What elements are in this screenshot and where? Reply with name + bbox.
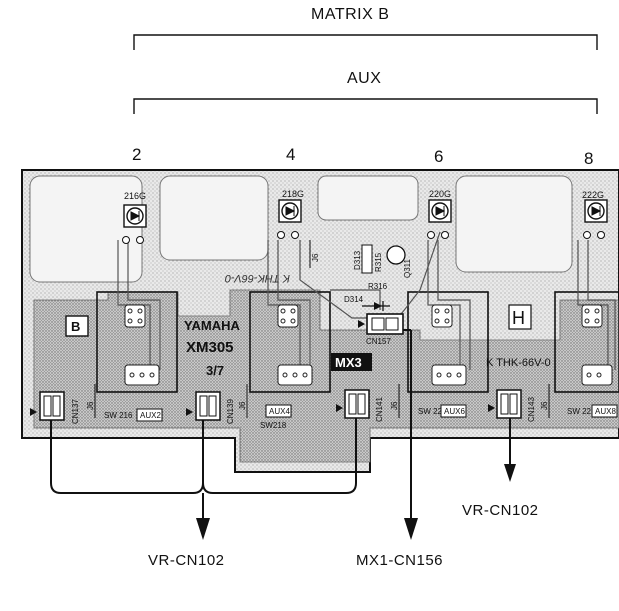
label-sw222: SW 222 — [567, 407, 596, 416]
aux-bracket — [133, 98, 598, 114]
column-number-8: 8 — [584, 149, 594, 168]
led-218g — [277, 199, 302, 239]
led-label-220g: 220G — [429, 189, 451, 199]
label-aux2: AUX2 — [140, 411, 161, 420]
connector-cn137: CN137 — [30, 391, 80, 424]
label-j6-1: J6 — [86, 401, 95, 410]
component-outlines — [96, 291, 619, 393]
wiring — [50, 329, 511, 522]
pads — [124, 304, 613, 386]
label-cn137: CN137 — [71, 399, 80, 424]
ul-marking: K THK-66V-0 — [486, 357, 551, 369]
label-cn143: CN143 — [527, 397, 536, 422]
label-section-b: B — [71, 319, 80, 334]
destination-vr-cn102-left: VR-CN102 — [148, 552, 225, 569]
ul-marking-mirrored: K THK-66V-0 — [224, 272, 290, 284]
led-216g — [122, 204, 147, 244]
label-r316: R316 — [368, 282, 388, 291]
label-j6-2: J6 — [238, 401, 247, 410]
led-220g — [427, 199, 452, 239]
label-cn141: CN141 — [375, 397, 384, 422]
switch-labels: SW 216 SW218 SW 220 SW 222 — [104, 407, 596, 430]
led-222g — [583, 199, 608, 239]
label-aux6: AUX6 — [444, 407, 465, 416]
label-sw220: SW 220 — [418, 407, 447, 416]
column-number-2: 2 — [132, 145, 142, 164]
label-sw218: SW218 — [260, 421, 287, 430]
label-section-h: H — [512, 308, 525, 328]
column-number-4: 4 — [286, 145, 296, 164]
board-model: XM305 — [186, 339, 234, 356]
section-h: H — [508, 304, 532, 330]
led-windows — [29, 175, 573, 283]
label-aux4: AUX4 — [269, 407, 290, 416]
label-cn157: CN157 — [366, 337, 391, 346]
j6-jumpers: J6 J6 J6 J6 J6 — [86, 240, 550, 418]
arrow-to-mx1-cn156 — [404, 518, 418, 540]
led-label-216g: 216G — [124, 191, 146, 201]
part-d313-r315: D313 R315 — [353, 244, 383, 274]
mx3-badge: MX3 — [331, 353, 372, 371]
arrow-to-vr-cn102-left — [196, 518, 210, 540]
led-label-222g: 222G — [582, 190, 604, 200]
connector-cn141: CN141 — [336, 389, 384, 422]
aux-boxes: AUX2 AUX4 AUX6 AUX8 — [136, 404, 618, 422]
part-q311: Q311 — [386, 245, 412, 278]
label-sw216: SW 216 — [104, 411, 133, 420]
destination-mx1-cn156: MX1-CN156 — [356, 552, 444, 569]
destination-vr-cn102-right: VR-CN102 — [462, 502, 539, 519]
led-labels: 216G 218G 220G 222G — [124, 189, 604, 201]
connector-cn139: CN139 — [186, 391, 235, 424]
matrix-b-header: MATRIX B — [311, 6, 390, 23]
section-box-b: B — [65, 315, 89, 337]
wiring-arrows — [196, 464, 516, 540]
label-r315: R315 — [374, 252, 383, 272]
label-d314: D314 — [344, 295, 364, 304]
arrow-to-vr-cn102-right — [504, 464, 516, 482]
ground-plane — [33, 289, 619, 463]
connector-cn157: CN157 — [358, 313, 404, 346]
board-maker: YAMAHA — [184, 318, 240, 333]
board-sheet: 3/7 — [206, 363, 224, 378]
label-cn139: CN139 — [226, 399, 235, 424]
label-d313: D313 — [353, 250, 362, 270]
label-j6-3: J6 — [390, 401, 399, 410]
label-mx3: MX3 — [335, 355, 362, 370]
svg-text:K THK-66V-0: K THK-66V-0 — [224, 272, 290, 284]
label-aux8: AUX8 — [595, 407, 616, 416]
label-q311: Q311 — [403, 258, 412, 278]
label-j6-4: J6 — [540, 401, 549, 410]
column-number-6: 6 — [434, 147, 444, 166]
led-label-218g: 218G — [282, 189, 304, 199]
part-d314: R316 D314 — [344, 282, 390, 311]
matrix-b-bracket — [133, 34, 598, 50]
connector-cn143: CN143 — [488, 389, 536, 422]
label-j6-5: J6 — [311, 253, 320, 262]
aux-header: AUX — [347, 70, 382, 87]
